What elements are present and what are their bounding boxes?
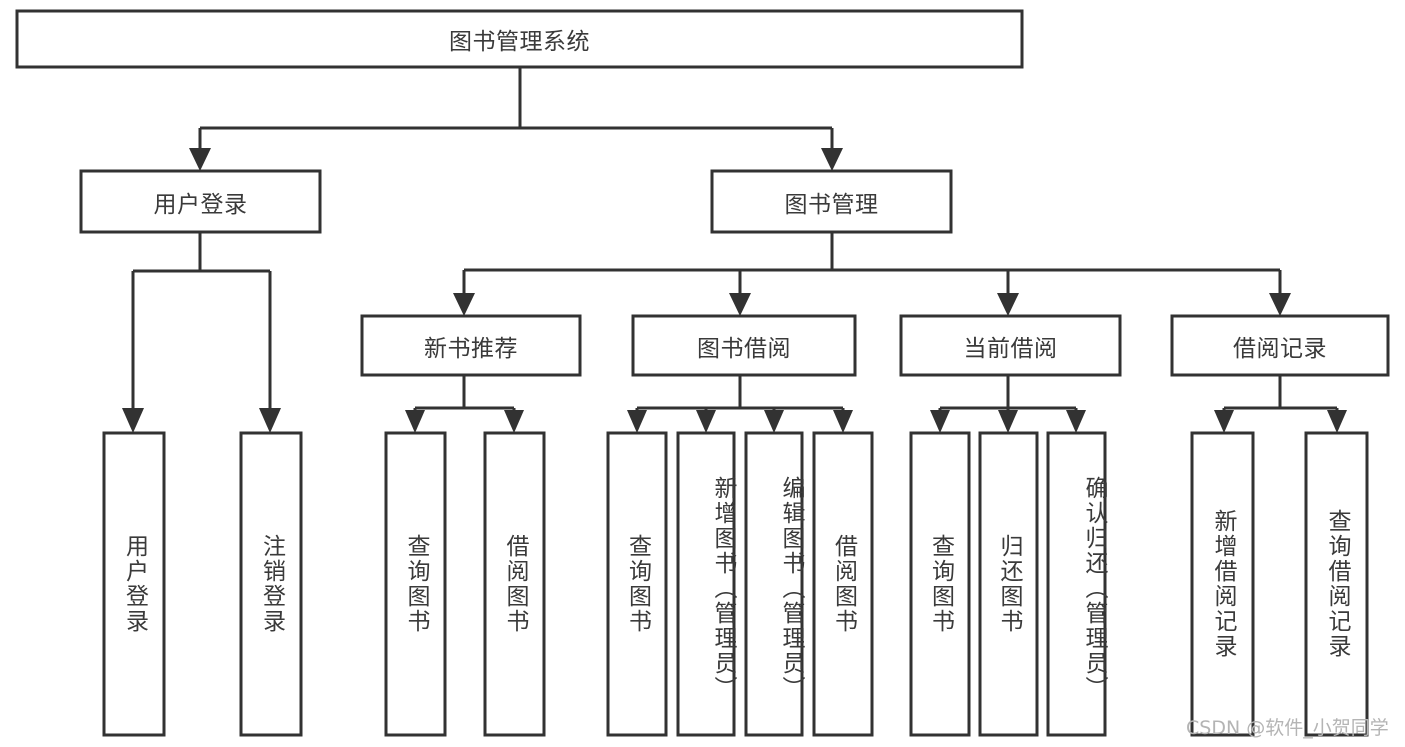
arrow-head-leaf-query-book-2 xyxy=(627,410,647,433)
connectors xyxy=(122,67,1347,433)
node-box-book-borrow[interactable] xyxy=(631,314,857,377)
node-box-root[interactable] xyxy=(15,9,1024,69)
node-box-leaf-query-book-2[interactable] xyxy=(606,431,668,737)
node-box-user-login[interactable] xyxy=(79,169,322,234)
arrow-head-book-management xyxy=(821,148,843,171)
node-box-new-book-recommend[interactable] xyxy=(360,314,582,377)
arrow-head-new-book-recommend xyxy=(453,293,475,316)
arrow-head-leaf-borrow-book-2 xyxy=(833,410,853,433)
node-box-leaf-edit-book[interactable] xyxy=(744,431,804,737)
arrow-head-book-borrow xyxy=(729,293,751,316)
node-box-leaf-add-record[interactable] xyxy=(1190,431,1255,737)
node-box-leaf-user-login[interactable] xyxy=(102,431,166,737)
node-box-leaf-query-book-3[interactable] xyxy=(909,431,971,737)
node-box-borrow-record[interactable] xyxy=(1170,314,1390,377)
node-box-leaf-add-book[interactable] xyxy=(676,431,736,737)
watermark-text: CSDN @软件_小贺同学 xyxy=(1186,717,1389,739)
arrow-head-leaf-add-record xyxy=(1214,410,1234,433)
node-box-leaf-logout-login[interactable] xyxy=(239,431,303,737)
node-box-leaf-return-book[interactable] xyxy=(978,431,1039,737)
arrow-head-user-login xyxy=(189,148,211,171)
arrow-head-leaf-logout-login xyxy=(259,408,281,433)
node-box-leaf-borrow-book-2[interactable] xyxy=(812,431,874,737)
node-box-leaf-confirm-return[interactable] xyxy=(1046,431,1107,737)
arrow-head-leaf-user-login xyxy=(122,408,144,433)
node-box-leaf-borrow-book-1[interactable] xyxy=(483,431,546,737)
node-box-current-borrow[interactable] xyxy=(899,314,1122,377)
arrow-head-leaf-borrow-book-1 xyxy=(504,410,524,433)
arrow-head-leaf-query-record xyxy=(1327,410,1347,433)
node-box-book-management[interactable] xyxy=(710,169,953,234)
arrow-head-leaf-confirm-return xyxy=(1066,410,1086,433)
arrow-head-leaf-query-book-3 xyxy=(930,410,950,433)
arrow-head-borrow-record xyxy=(1269,293,1291,316)
arrow-head-leaf-return-book xyxy=(998,410,1018,433)
arrow-head-leaf-query-book-1 xyxy=(405,410,425,433)
node-boxes xyxy=(15,9,1390,737)
node-box-leaf-query-book-1[interactable] xyxy=(384,431,447,737)
arrow-head-leaf-add-book xyxy=(696,410,716,433)
node-box-leaf-query-record[interactable] xyxy=(1304,431,1369,737)
arrow-head-leaf-edit-book xyxy=(764,410,784,433)
arrow-head-current-borrow xyxy=(997,293,1019,316)
